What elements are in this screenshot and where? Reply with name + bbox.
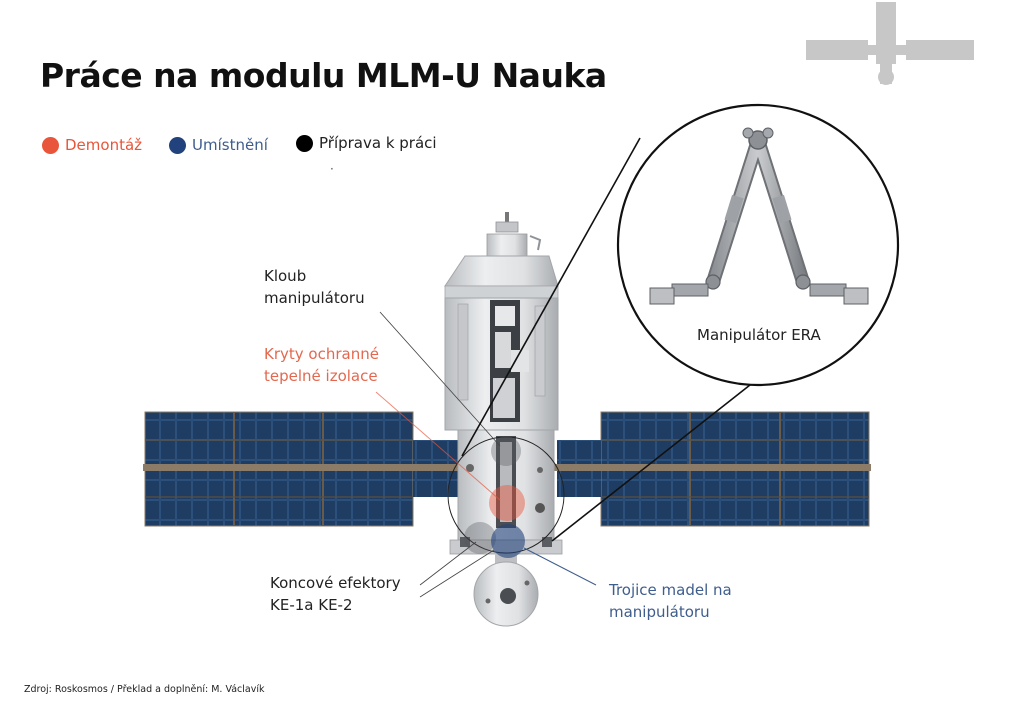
era-manipulator-illustration	[649, 127, 869, 305]
zoom-circle-background	[618, 105, 898, 385]
legend-label-demontaz: Demontáž	[65, 136, 143, 154]
effector-leader-line-2	[419, 549, 495, 598]
legend-item-demontaz: Demontáž	[42, 136, 142, 154]
covers-marker	[489, 485, 525, 521]
label-covers: Kryty ochranné tepelné izolace	[264, 345, 379, 385]
legend-dot-red	[42, 136, 59, 154]
label-mockups: Trojice madel na manipulátoru	[609, 581, 732, 621]
legend-label-priprava: Příprava k práci	[319, 134, 437, 152]
legend-dot-blue	[169, 136, 186, 154]
label-joint: Kloub manipulátoru	[264, 267, 365, 307]
joint-marker	[491, 436, 521, 466]
label-era: Manipulátor ERA	[697, 326, 821, 344]
legend-label-umistneni: Umístnění	[192, 136, 268, 154]
page-title: Práce na modulu MLM-U Nauka	[40, 56, 607, 95]
iss-logo-icon	[806, 2, 974, 85]
source-credit: Zdroj: Roskosmos / Překlad a doplnění: M…	[24, 684, 265, 695]
label-effectors: Koncové efektory KE-1a KE-2	[270, 574, 401, 614]
effector-marker	[464, 522, 496, 554]
legend-stray-dot: ·	[330, 162, 334, 176]
nauka-module	[444, 212, 563, 627]
covers-leader-line	[375, 391, 501, 501]
zoom-connector-line-1	[461, 137, 641, 457]
mockups-marker	[491, 524, 525, 558]
mockups-leader-line	[523, 547, 597, 586]
zoom-circle-border	[616, 103, 900, 387]
legend-dot-black	[296, 134, 313, 152]
effector-leader-line-1	[419, 541, 477, 586]
legend-item-umistneni: Umístnění	[169, 136, 268, 154]
legend-item-priprava: Příprava k práci	[296, 134, 437, 152]
